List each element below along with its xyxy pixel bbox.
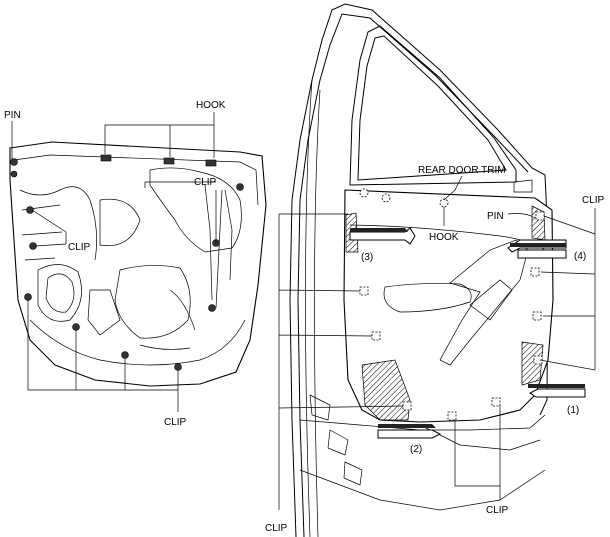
clip-label-left-bottom: CLIP xyxy=(164,417,187,428)
arrow-step-3-icon xyxy=(349,227,416,245)
step-3-label: (3) xyxy=(361,252,373,263)
step-4-label: (4) xyxy=(574,251,586,262)
clip-marker-icon xyxy=(359,188,545,421)
hook-label-right: HOOK xyxy=(429,232,459,243)
clip-label-bottom-left: CLIP xyxy=(265,523,288,534)
clip-label-right-top: CLIP xyxy=(582,195,605,206)
pin-label-left: PIN xyxy=(4,110,21,121)
hook-icon xyxy=(100,154,217,167)
pin-label-right: PIN xyxy=(487,211,504,222)
clip-label-right-bottom: CLIP xyxy=(486,505,509,516)
clip-label-left-upper: CLIP xyxy=(194,177,217,188)
step-2-label: (2) xyxy=(410,444,422,455)
leader-lines-right xyxy=(278,175,596,510)
arrow-step-4-icon xyxy=(507,239,567,259)
step-1-label: (1) xyxy=(567,405,579,416)
leader-lines-left xyxy=(11,112,223,412)
rear-door xyxy=(278,3,596,537)
arrow-step-1-icon xyxy=(528,384,586,398)
left-trim-panel xyxy=(9,112,267,412)
clip-label-left-mid: CLIP xyxy=(68,242,91,253)
rear-door-trim-label: REAR DOOR TRIM xyxy=(418,165,506,176)
hook-label-left: HOOK xyxy=(196,100,226,111)
arrow-step-2-icon xyxy=(377,424,442,439)
pin-icon xyxy=(10,158,18,178)
